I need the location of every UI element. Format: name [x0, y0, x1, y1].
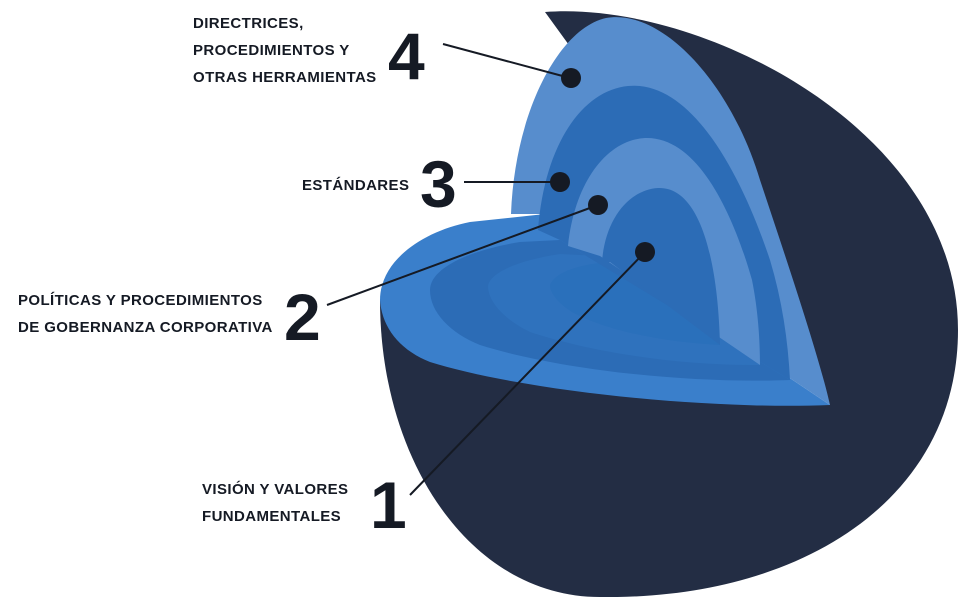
layer-3-label: ESTÁNDARES — [302, 177, 409, 194]
layer-4-label-line: OTRAS HERRAMIENTAS — [193, 69, 377, 86]
layer-1-label-line: FUNDAMENTALES — [202, 508, 341, 525]
layer-4-number: 4 — [388, 19, 425, 93]
marker-dot-1 — [635, 242, 655, 262]
layer-4-label: DIRECTRICES, PROCEDIMIENTOS Y OTRAS HERR… — [193, 15, 377, 86]
layer-2-label-line: DE GOBERNANZA CORPORATIVA — [18, 319, 273, 336]
layer-4-label-line: DIRECTRICES, — [193, 15, 304, 32]
layer-1-number: 1 — [370, 468, 407, 542]
layer-4-label-line: PROCEDIMIENTOS Y — [193, 42, 349, 59]
leader-line-4 — [442, 43, 571, 79]
marker-dot-2 — [588, 195, 608, 215]
layer-3-number: 3 — [420, 147, 457, 221]
layer-1-label-line: VISIÓN Y VALORES — [202, 480, 348, 498]
layer-2-label: POLÍTICAS Y PROCEDIMIENTOS DE GOBERNANZA… — [18, 292, 273, 336]
marker-dot-4 — [561, 68, 581, 88]
layer-1-label: VISIÓN Y VALORES FUNDAMENTALES — [202, 480, 353, 525]
layer-2-label-line: POLÍTICAS Y PROCEDIMIENTOS — [18, 292, 263, 309]
leader-line-2 — [326, 204, 599, 306]
layer-3-label-line: ESTÁNDARES — [302, 177, 409, 194]
layer-2-number: 2 — [284, 280, 321, 354]
marker-dot-3 — [550, 172, 570, 192]
cut-face-core — [550, 262, 720, 345]
vertical-layer-1 — [602, 187, 720, 345]
outer-shell — [380, 11, 958, 597]
leader-line-1 — [409, 251, 646, 496]
